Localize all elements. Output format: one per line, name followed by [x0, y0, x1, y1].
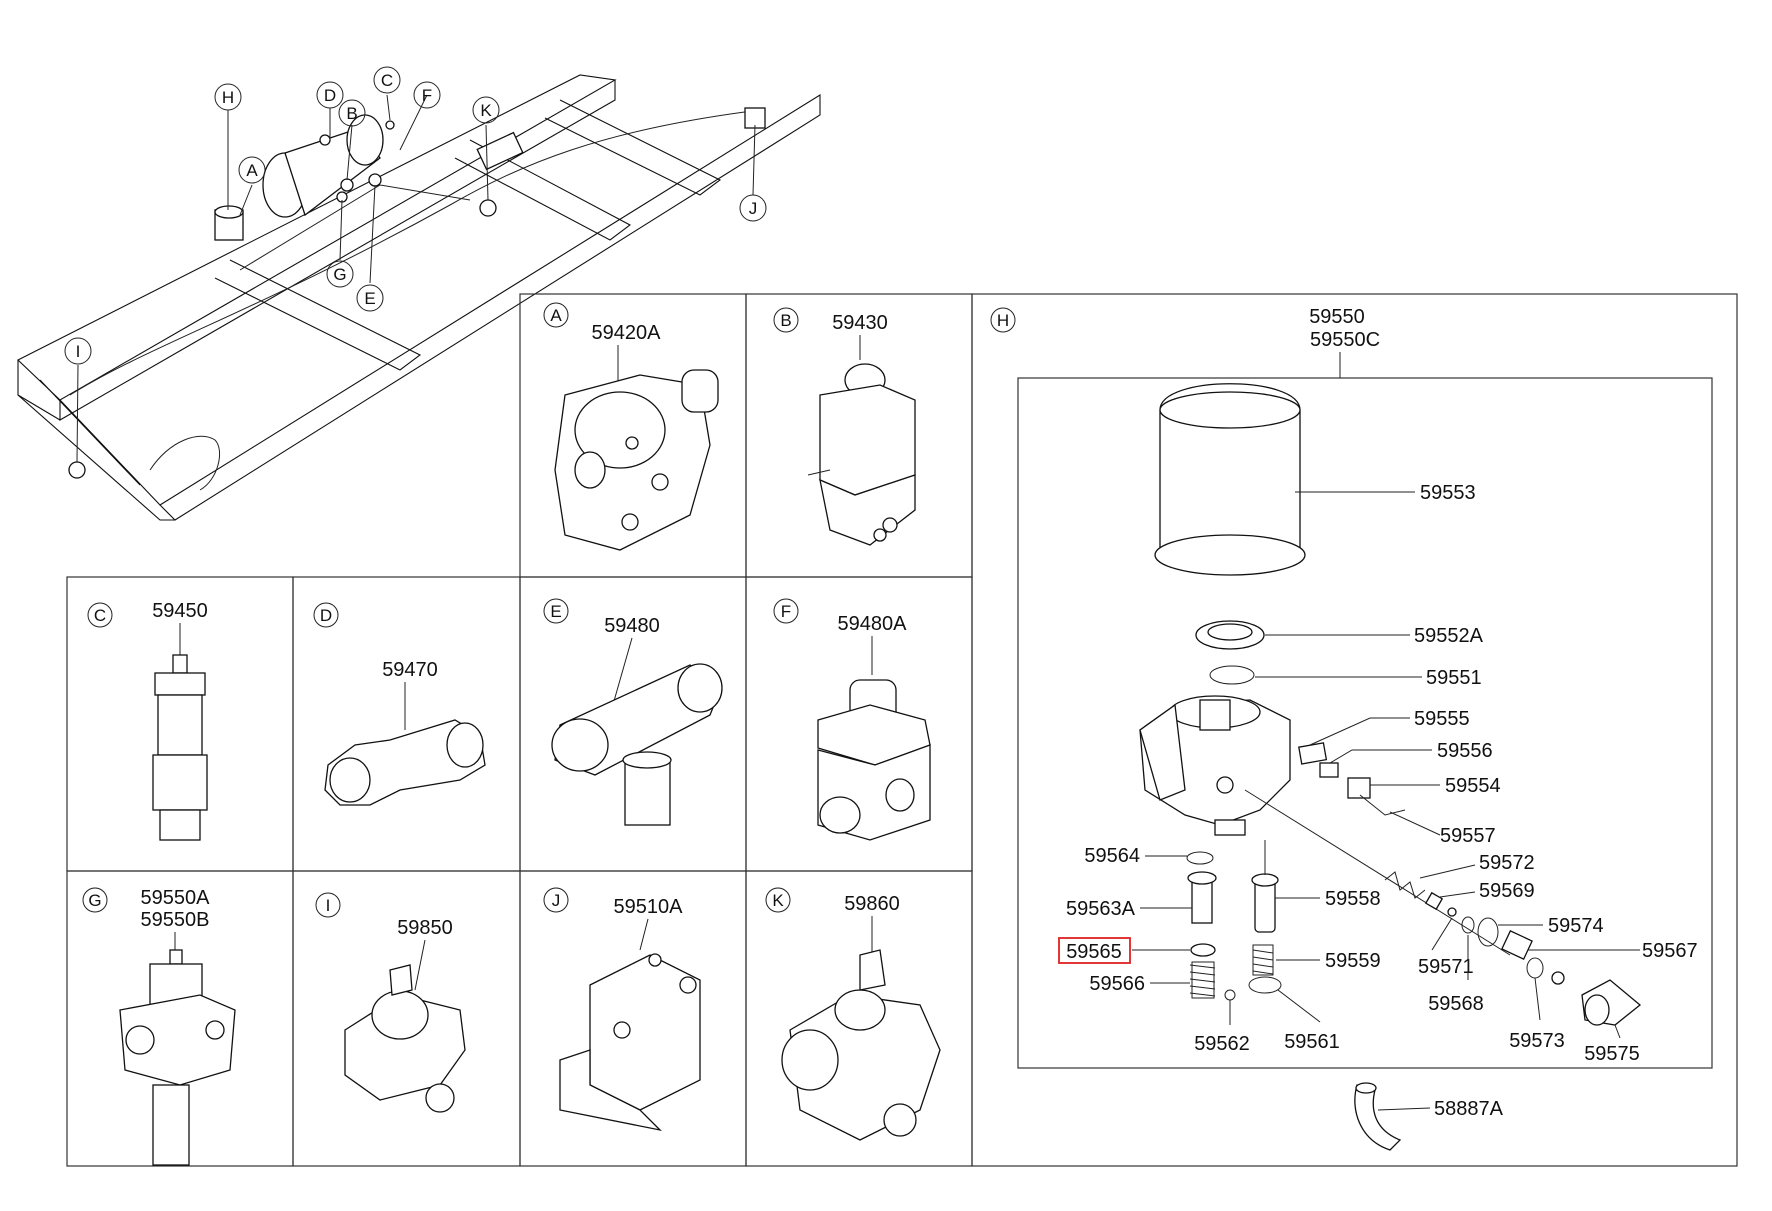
part-59556: 59556 [1437, 740, 1493, 762]
part-59557: 59557 [1440, 825, 1496, 847]
panel-b-letter: B [780, 311, 791, 330]
panel-k: K 59860 [765, 887, 941, 1141]
part-59470: 59470 [382, 659, 438, 681]
part-59571: 59571 [1418, 956, 1474, 978]
panel-c: C 59450 [87, 600, 208, 841]
assembly-59550c: 59550C [1310, 329, 1380, 351]
callout-c: C [381, 71, 393, 90]
panel-h: H 59550 59550C 59553 59552A 59551 59555 [990, 306, 1698, 1065]
callout-a: A [246, 161, 258, 180]
part-59565: 59565 [1066, 941, 1122, 963]
panel-g-letter: G [88, 891, 101, 910]
panel-i-letter: I [326, 896, 331, 915]
panel-k-letter: K [772, 891, 784, 910]
part-59551: 59551 [1426, 667, 1482, 689]
callout-f: F [422, 86, 432, 105]
part-59420a: 59420A [592, 322, 662, 344]
part-59562: 59562 [1194, 1033, 1250, 1055]
panel-d: D 59470 [313, 602, 486, 806]
panel-b: B 59430 [773, 307, 916, 546]
part-59567: 59567 [1642, 940, 1698, 962]
panel-f: F 59480A [773, 598, 931, 841]
callout-i: I [76, 342, 81, 361]
part-59559: 59559 [1325, 950, 1381, 972]
panel-j: J 59510A [543, 887, 701, 1132]
panel-e: E 59480 [543, 598, 723, 826]
panel-grid [66, 293, 1738, 1167]
part-59555: 59555 [1414, 708, 1470, 730]
part-59561: 59561 [1284, 1031, 1340, 1053]
part-59575: 59575 [1584, 1043, 1640, 1065]
assembly-59550: 59550 [1309, 306, 1365, 328]
callout-g: G [333, 265, 346, 284]
callout-b: B [346, 104, 357, 123]
part-59510a: 59510A [614, 896, 684, 918]
part-59552a: 59552A [1414, 625, 1484, 647]
panel-a-letter: A [550, 306, 562, 325]
panel-g: G 59550A 59550B [82, 887, 236, 1166]
part-59574: 59574 [1548, 915, 1604, 937]
panel-i: I 59850 [315, 892, 466, 1113]
part-59554: 59554 [1445, 775, 1501, 797]
part-59558: 59558 [1325, 888, 1381, 910]
part-59568: 59568 [1428, 993, 1484, 1015]
hose-58887a: 58887A [1354, 1082, 1504, 1151]
part-59569: 59569 [1479, 880, 1535, 902]
panel-c-letter: C [94, 606, 106, 625]
panel-j-letter: J [552, 891, 561, 910]
panel-d-letter: D [320, 606, 332, 625]
part-59572: 59572 [1479, 852, 1535, 874]
panel-h-letter: H [997, 311, 1009, 330]
part-59553: 59553 [1420, 482, 1476, 504]
highlight-box [1058, 937, 1131, 964]
chassis-overview [17, 74, 821, 521]
part-59564: 59564 [1084, 845, 1140, 867]
part-59860: 59860 [844, 893, 900, 915]
part-59550a: 59550A [141, 887, 211, 909]
part-59550b: 59550B [141, 909, 210, 931]
panel-f-letter: F [781, 602, 791, 621]
part-59850: 59850 [397, 917, 453, 939]
callout-j: J [749, 199, 758, 218]
part-59563a: 59563A [1066, 898, 1136, 920]
part-58887a: 58887A [1434, 1098, 1504, 1120]
part-59573: 59573 [1509, 1030, 1565, 1052]
callout-h: H [222, 88, 234, 107]
part-59430: 59430 [832, 312, 888, 334]
callout-d: D [324, 86, 336, 105]
callout-e: E [364, 289, 375, 308]
panel-e-letter: E [550, 602, 561, 621]
panel-a: A 59420A [543, 302, 719, 551]
overview-callouts: H D B C F K A J G E I [64, 66, 767, 365]
callout-k: K [480, 101, 492, 120]
part-59480a: 59480A [838, 613, 908, 635]
part-59566: 59566 [1089, 973, 1145, 995]
part-59450: 59450 [152, 600, 208, 622]
part-59480: 59480 [604, 615, 660, 637]
